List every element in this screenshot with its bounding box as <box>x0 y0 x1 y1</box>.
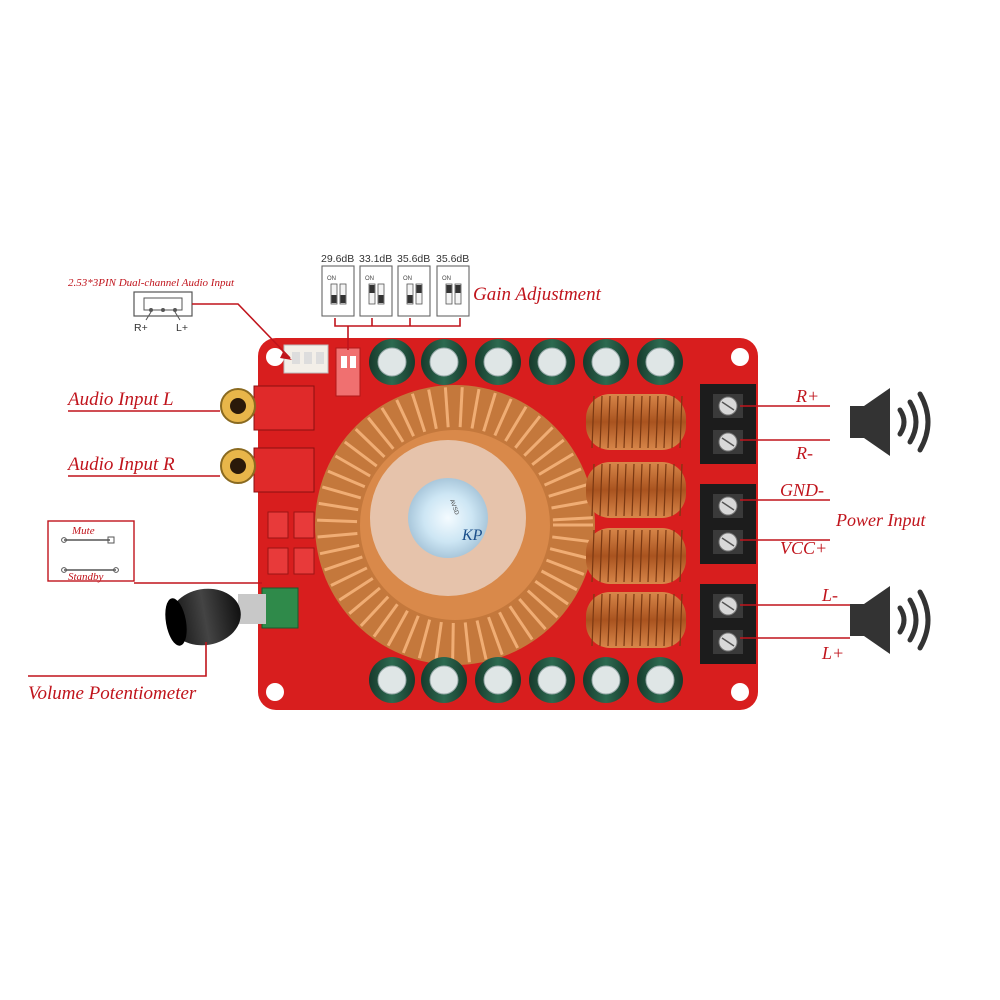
capacitor <box>583 339 629 385</box>
svg-text:AVSD: AVSD <box>448 499 459 517</box>
dip-on-marking: ON <box>327 276 336 282</box>
gain-adjustment-callout: 29.6dB 33.1dB 35.6dB 35.6dB ON ON ON ON Gai… <box>321 253 602 350</box>
inductor-coil <box>586 592 686 648</box>
terminal-vcc-label: VCC+ <box>780 538 827 558</box>
inductor-coil <box>586 528 686 584</box>
mute-label: Mute <box>71 525 95 537</box>
volume-potentiometer <box>165 587 299 646</box>
connector-pin-l-label: L+ <box>176 322 188 334</box>
capacitor <box>583 657 629 703</box>
terminal-r-minus-label: R- <box>795 443 813 463</box>
rca-jack-right <box>220 447 315 493</box>
small-components <box>267 511 315 575</box>
gain-setting-4: 35.6dB <box>436 253 469 265</box>
audio-input-l-label: Audio Input L <box>66 389 174 410</box>
inductor-coil <box>586 462 686 518</box>
dip-on-marking: ON <box>365 276 374 282</box>
capacitor <box>421 339 467 385</box>
capacitor <box>529 339 575 385</box>
inductor-coils <box>586 394 686 648</box>
capacitor <box>475 339 521 385</box>
board-audio-connector <box>283 344 329 374</box>
capacitor <box>637 339 683 385</box>
terminal-blocks <box>700 384 756 664</box>
gain-dip-switch-diagram: ON <box>397 265 431 317</box>
board-dip-switch <box>335 347 361 397</box>
svg-text:KP: KP <box>461 527 483 544</box>
volume-potentiometer-callout: Volume Potentiometer <box>28 642 207 704</box>
capacitor <box>475 657 521 703</box>
dip-on-marking: ON <box>403 276 412 282</box>
power-input-label: Power Input <box>835 510 926 530</box>
gain-setting-3: 35.6dB <box>397 253 430 265</box>
audio-input-r-callout: Audio Input R <box>66 454 220 477</box>
dip-on-marking: ON <box>442 276 451 282</box>
gain-dip-switch-diagram: ON <box>436 265 470 317</box>
capacitor <box>369 657 415 703</box>
audio-input-connector-label: 2.53*3PIN Dual-channel Audio Input <box>68 277 235 289</box>
audio-input-r-label: Audio Input R <box>66 454 175 475</box>
capacitor <box>421 657 467 703</box>
terminal-block <box>700 584 756 664</box>
gain-setting-1: 29.6dB <box>321 253 354 265</box>
standby-label: Standby <box>68 571 104 583</box>
terminal-labels: R+ R- GND- Power Input VCC+ L- L+ <box>740 386 926 663</box>
mute-standby-callout: Mute Standby <box>47 520 262 584</box>
connector-pin-r-label: R+ <box>134 322 148 334</box>
speaker-icon <box>850 388 931 456</box>
gain-adjustment-label: Gain Adjustment <box>473 284 602 305</box>
terminal-block <box>700 484 756 564</box>
capacitor <box>369 339 415 385</box>
audio-input-connector-callout: 2.53*3PIN Dual-channel Audio Input R+ L+ <box>68 277 292 360</box>
rca-jack-left <box>220 385 315 431</box>
capacitor <box>529 657 575 703</box>
gain-dip-switch-diagram: ON <box>359 265 393 317</box>
audio-input-l-callout: Audio Input L <box>66 389 220 412</box>
terminal-l-minus-label: L- <box>821 585 838 605</box>
volume-potentiometer-label: Volume Potentiometer <box>28 683 197 704</box>
gain-setting-2: 33.1dB <box>359 253 392 265</box>
inductor-coil <box>586 394 686 450</box>
capacitors <box>369 339 683 703</box>
cooling-fan: AVSD KP <box>370 440 526 596</box>
gain-dip-switch-diagram: ON <box>321 265 355 317</box>
terminal-r-plus-label: R+ <box>795 386 819 406</box>
capacitor <box>637 657 683 703</box>
terminal-gnd-label: GND- <box>780 480 824 500</box>
terminal-block <box>700 384 756 464</box>
speaker-icon <box>850 586 931 654</box>
terminal-l-plus-label: L+ <box>821 643 844 663</box>
